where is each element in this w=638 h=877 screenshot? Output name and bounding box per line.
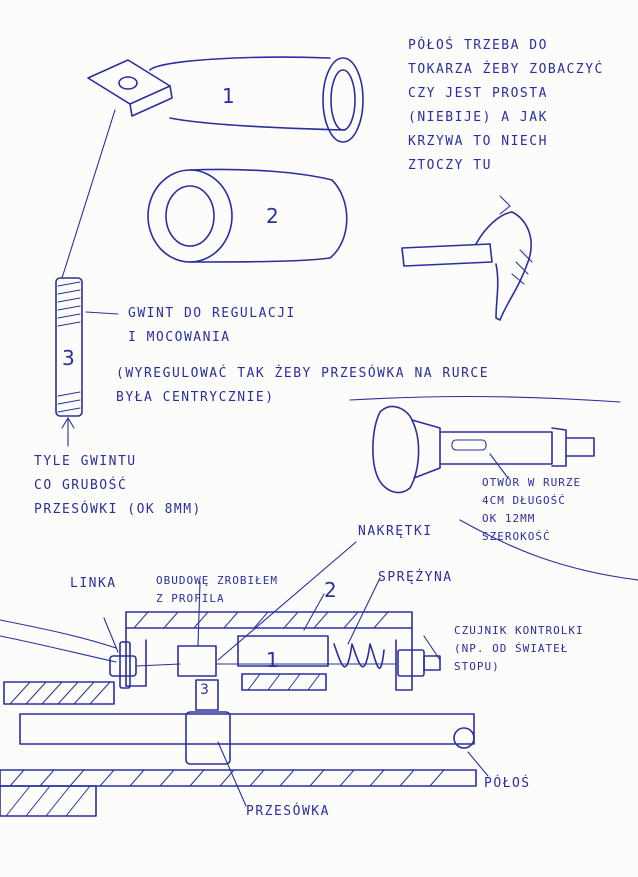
part-number-1: 1 [222, 84, 235, 108]
note-otwor: OTWÓR W RURZE 4cm DŁUGOŚĆ OK 12mm SZEROK… [482, 476, 582, 543]
tube-with-slot-sketch [349, 395, 638, 581]
note-tyle-gwintu: TYLE GWINTU CO GRUBOŚĆ PRZESÓWKI (OK 8mm… [34, 454, 202, 517]
note-obudowe: OBUDOWĘ ZROBIŁEM Z PROFILA [156, 574, 278, 605]
assembly-cross-section [0, 541, 489, 817]
part-number-2: 2 [266, 204, 279, 228]
axle-end-sketch [401, 195, 533, 321]
part-1-cylinder [61, 56, 364, 279]
assembly-number-2: 2 [324, 578, 337, 602]
note-nakretki: NAKRĘTKI [358, 524, 433, 539]
note-polos-lathe: PÓŁOŚ TRZEBA DO TOKARZA ŻEBY ZOBACZYĆ CZ… [408, 38, 604, 173]
part-number-3: 3 [62, 346, 75, 370]
note-polos-label: PÓŁOŚ [484, 776, 531, 791]
assembly-number-3: 3 [200, 682, 209, 698]
note-linka: LINKA [70, 576, 117, 591]
part-3-threaded-rod [55, 277, 119, 447]
note-wyregulowac: (WYREGULOWAĆ TAK ŻEBY PRZESÓWKA NA RURCE… [116, 366, 490, 405]
note-sprezyna: SPRĘŻYNA [378, 570, 453, 585]
note-czujnik: CZUJNIK KONTROLKI (NP. OD ŚWIATEŁ STOPU) [454, 624, 584, 673]
part-2-tube [147, 168, 348, 263]
assembly-number-1: 1 [266, 648, 279, 672]
note-przesowka: PRZESÓWKA [246, 804, 330, 819]
note-gwint: GWINT DO REGULACJI I MOCOWANIA [128, 306, 296, 345]
